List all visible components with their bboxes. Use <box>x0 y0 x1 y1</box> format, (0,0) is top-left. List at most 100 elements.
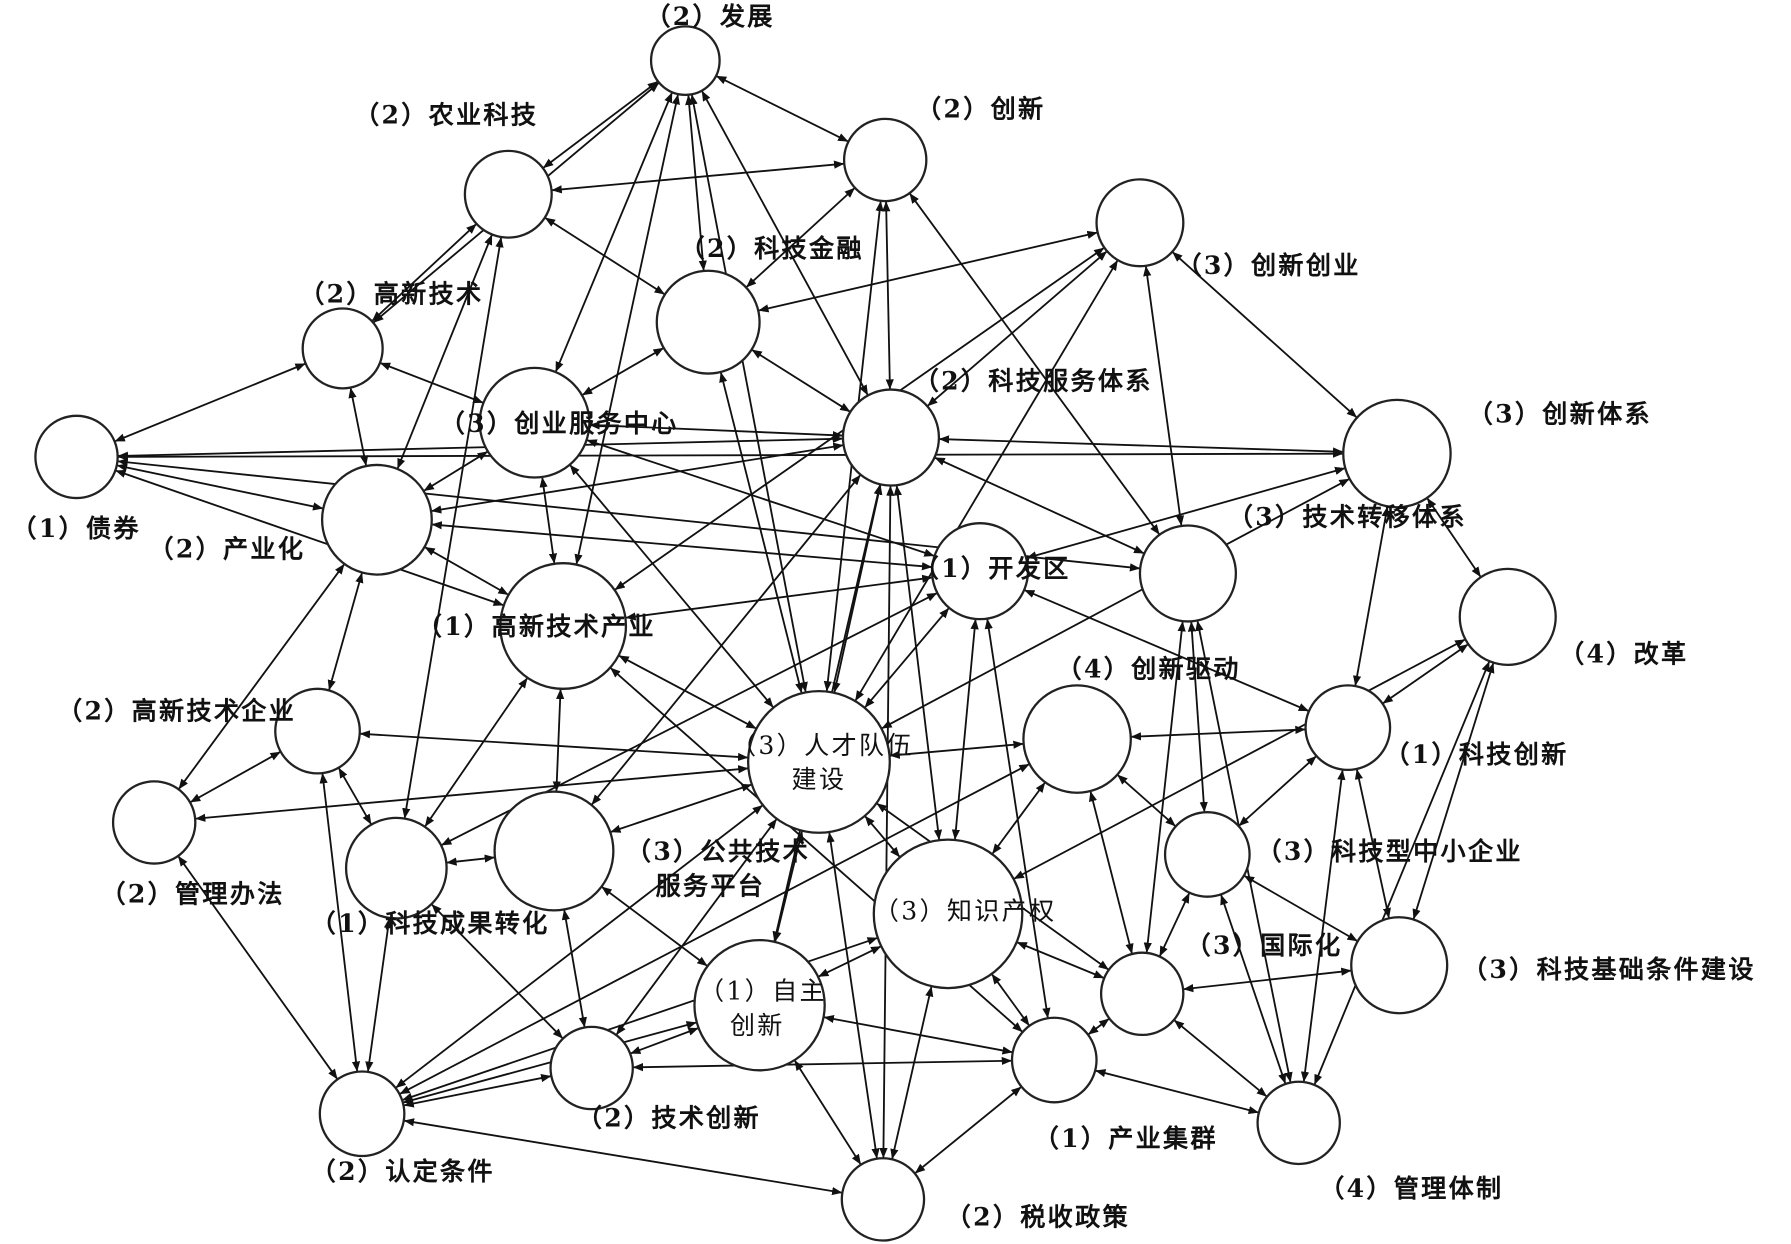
edge-13-15 <box>625 574 933 621</box>
node-circle-8 <box>841 388 941 487</box>
edge-27-29 <box>823 1014 1013 1055</box>
edge-19-24 <box>864 815 901 858</box>
node-label-2: （2）创新 <box>916 94 1045 124</box>
edge-5-7 <box>581 347 665 397</box>
edge-1-3 <box>542 80 659 169</box>
edge-24-32 <box>890 986 934 1160</box>
node-circle-2 <box>842 117 928 203</box>
edge-1-2 <box>715 75 849 143</box>
node-label-17: （4）创新驱动 <box>1057 653 1241 683</box>
edge-29-30 <box>1094 1069 1260 1115</box>
edge-11-15 <box>424 546 510 596</box>
node-label-11: （2）产业化 <box>148 533 305 563</box>
edge-5-19 <box>719 371 804 694</box>
node-label-line2-19: 建设 <box>792 765 847 794</box>
edge-16-22 <box>337 767 373 826</box>
edge-31-32 <box>403 1118 843 1196</box>
node-label-4: （3）创新创业 <box>1176 250 1360 280</box>
node-circle-20 <box>111 780 197 865</box>
node-circle-10 <box>34 414 119 500</box>
node-label-26: （3）科技基础条件建设 <box>1462 954 1756 984</box>
node-label-3: （2）农业科技 <box>354 99 538 129</box>
edge-2-8 <box>882 201 894 390</box>
node-circle-1 <box>649 25 721 97</box>
edge-25-26 <box>1182 967 1352 993</box>
node-label-9: （3）创新体系 <box>1468 399 1652 429</box>
edge-23-26 <box>1243 874 1359 943</box>
node-label-27: （1）自主 <box>699 977 827 1006</box>
edge-7-15 <box>539 476 558 564</box>
edge-11-13 <box>431 521 933 571</box>
node-circle-3 <box>463 149 553 239</box>
edge-18-26 <box>1354 768 1391 919</box>
edge-19-21 <box>609 783 753 833</box>
edge-1-7 <box>554 91 674 373</box>
node-label-15: （1）高新技术产业 <box>417 611 656 641</box>
edge-16-19 <box>359 730 749 762</box>
edge-5-8 <box>751 348 851 413</box>
node-label-32: （2）税收政策 <box>946 1202 1130 1232</box>
node-label-line2-21: 服务平台 <box>656 870 766 900</box>
edge-29-32 <box>914 1085 1023 1175</box>
node-circle-22 <box>344 816 448 920</box>
edge-18-23 <box>1238 755 1318 827</box>
edge-19-27 <box>773 830 804 943</box>
node-circle-7 <box>478 366 591 479</box>
node-label-18: （1）科技创新 <box>1384 739 1568 769</box>
edge-28-31 <box>403 1074 552 1108</box>
edge-3-5 <box>544 216 666 296</box>
node-circle-18 <box>1304 684 1392 772</box>
node-label-21: （3）公共技术 <box>626 836 810 866</box>
edge-17-19 <box>889 740 1024 759</box>
node-label-10: （1）债券 <box>11 513 140 543</box>
edge-27-32 <box>793 1059 862 1166</box>
edge-8-9 <box>938 435 1344 456</box>
edge-28-29 <box>632 1056 1013 1072</box>
node-label-31: （2）认定条件 <box>311 1156 495 1186</box>
node-circle-32 <box>840 1157 926 1242</box>
node-label-24: （3）知识产权 <box>874 897 1057 926</box>
node-circle-23 <box>1163 811 1251 898</box>
edge-11-16 <box>327 572 364 691</box>
node-circle-17 <box>1022 684 1132 794</box>
edge-25-30 <box>1173 1019 1268 1098</box>
edge-13-24 <box>951 618 979 840</box>
edge-24-29 <box>990 973 1031 1027</box>
nodes-layer <box>34 25 1557 1242</box>
edge-1-19 <box>689 94 808 693</box>
edge-20-31 <box>177 855 339 1080</box>
edge-23-30 <box>1220 894 1287 1085</box>
node-label-8: （2）科技服务体系 <box>914 366 1153 396</box>
edge-15-21 <box>552 688 565 792</box>
edge-21-28 <box>561 909 587 1028</box>
node-label-23: （3）科技型中小企业 <box>1256 836 1522 866</box>
node-label-12: （3）技术转移体系 <box>1228 501 1467 531</box>
edge-18-30 <box>1300 769 1346 1083</box>
node-circle-13 <box>930 522 1030 621</box>
node-circle-29 <box>1010 1016 1098 1104</box>
node-circle-15 <box>499 562 628 690</box>
edge-25-29 <box>1087 1017 1110 1036</box>
node-circle-30 <box>1256 1080 1341 1166</box>
edge-24-25 <box>1016 941 1105 979</box>
node-circle-4 <box>1095 178 1185 268</box>
node-label-7: （3）创业服务中心 <box>440 408 679 438</box>
edge-14-26 <box>1412 662 1495 920</box>
node-label-25: （3）国际化 <box>1186 930 1343 960</box>
node-label-5: （2）科技金融 <box>680 233 864 263</box>
node-label-22: （1）科技成果转化 <box>311 908 550 938</box>
node-circle-19 <box>747 689 891 834</box>
edge-22-31 <box>365 917 393 1072</box>
edge-17-23 <box>1116 773 1177 828</box>
edge-21-22 <box>446 854 496 866</box>
node-label-14: （4）改革 <box>1559 639 1688 669</box>
node-circle-27 <box>693 938 826 1072</box>
node-label-6: （2）高新技术 <box>299 279 483 309</box>
node-circle-31 <box>318 1070 406 1158</box>
edge-10-9 <box>117 449 1344 461</box>
edge-17-24 <box>991 781 1046 855</box>
node-label-20: （2）管理办法 <box>101 878 285 908</box>
edge-10-8 <box>117 434 843 460</box>
edge-16-31 <box>319 772 361 1072</box>
